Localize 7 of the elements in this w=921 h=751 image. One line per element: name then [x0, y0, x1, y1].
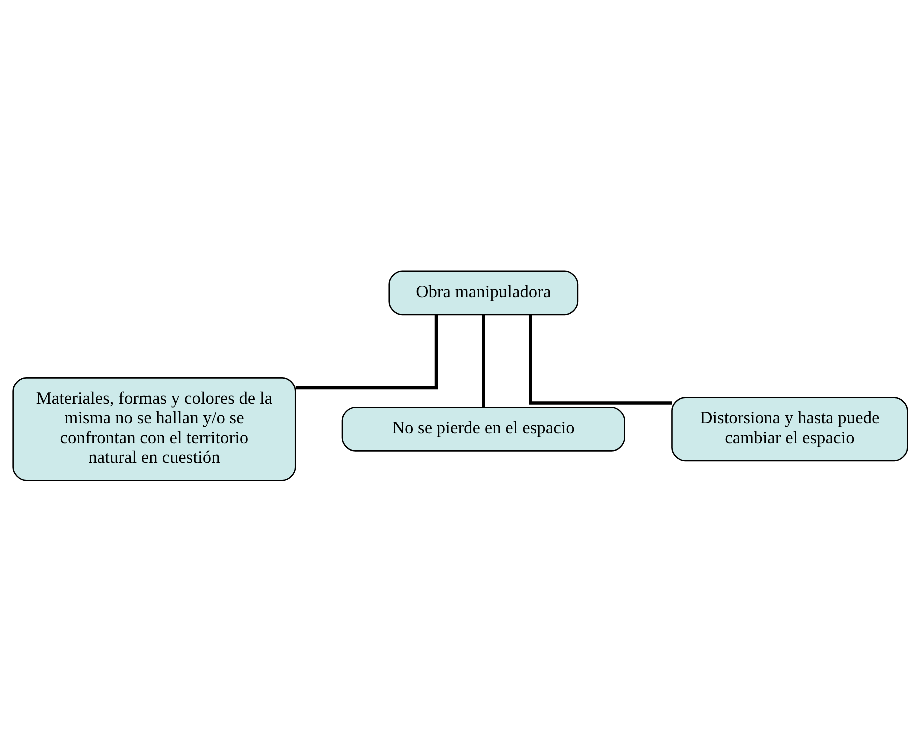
node-box: No se pierde en el espacio: [342, 406, 626, 452]
node-box: Obra manipuladora: [388, 270, 579, 316]
node-box: Distorsiona y hasta puede cambiar el espacio: [672, 396, 908, 462]
connector: [296, 314, 438, 390]
connector: [529, 314, 672, 404]
connector: [482, 314, 486, 408]
node-box: Materiales, formas y colores de la misma no se hallan y/o se confrontan con el territorio natural en cuestión: [12, 377, 296, 481]
